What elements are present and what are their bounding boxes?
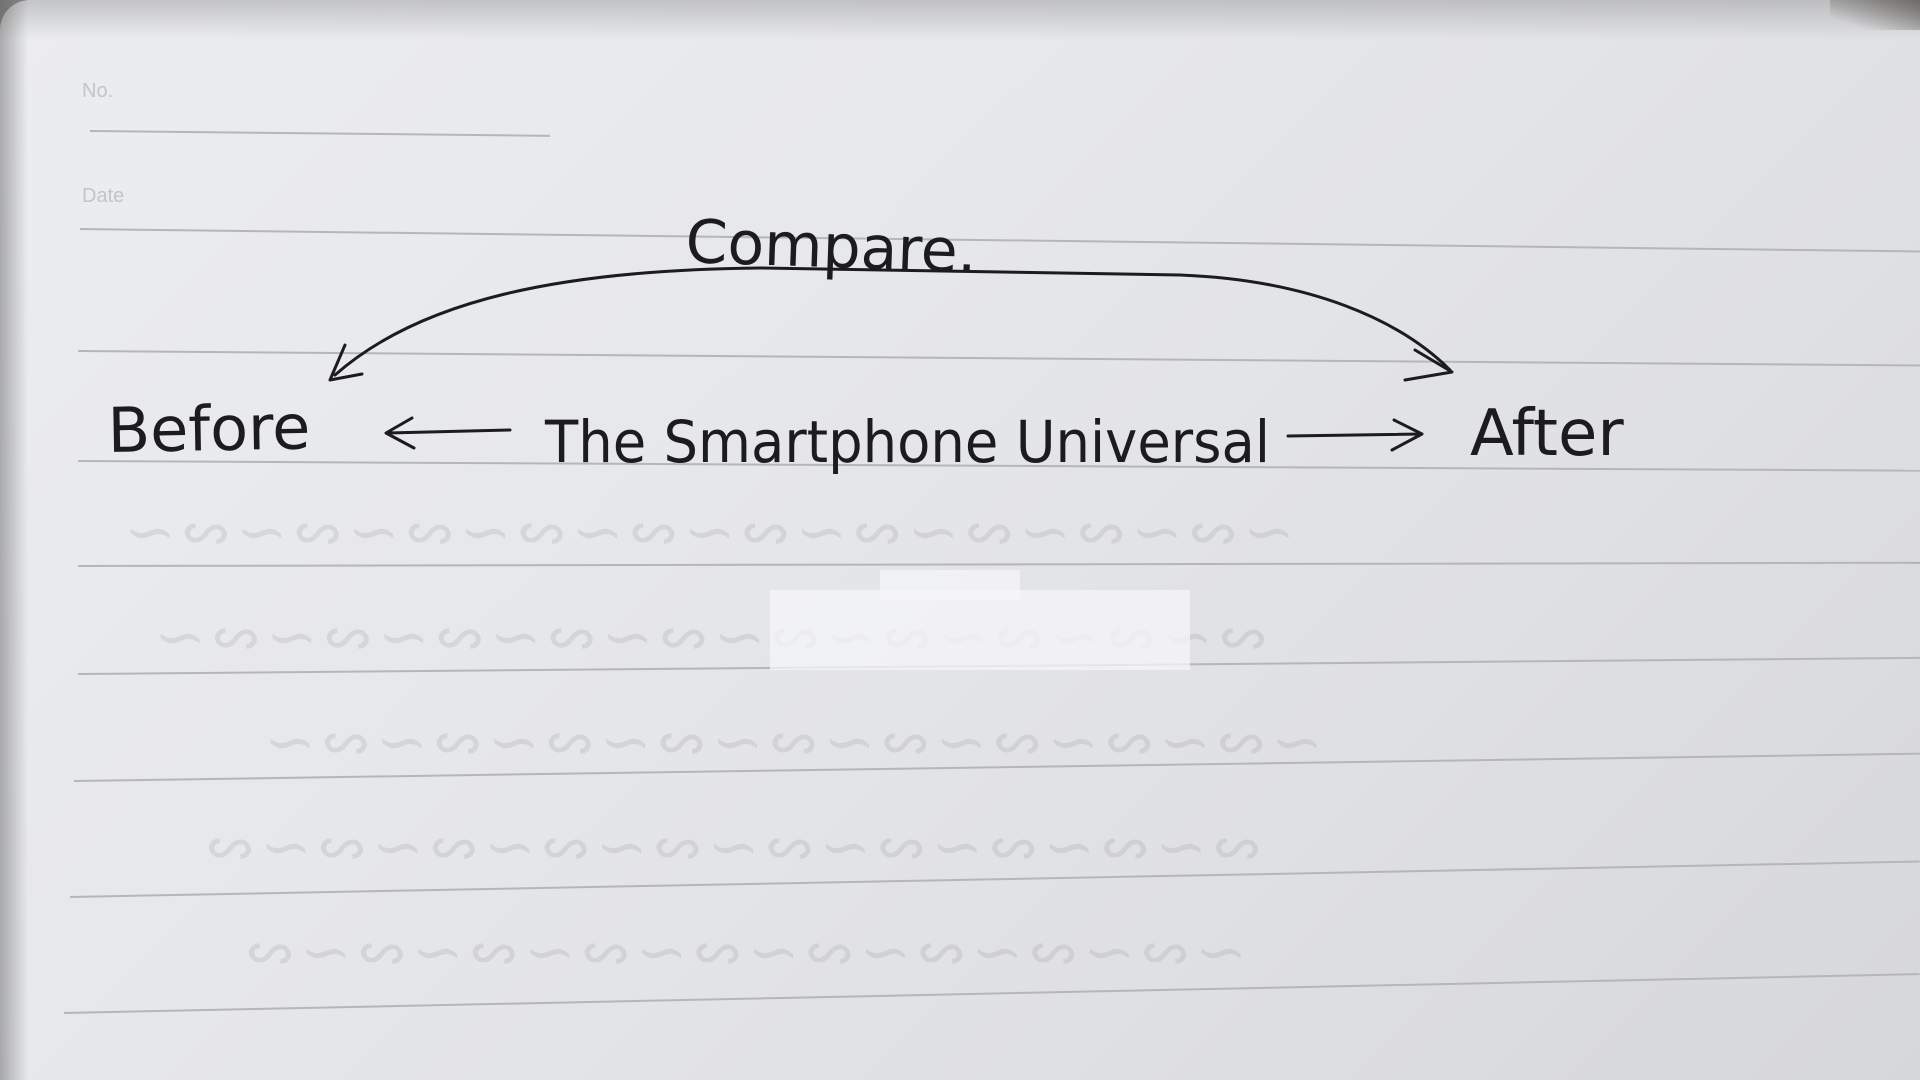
correction-tape-patch <box>770 590 1190 670</box>
top-label: Compare. <box>684 207 978 287</box>
compare-arc <box>333 266 1452 377</box>
left-label: Before <box>107 390 311 467</box>
left-arrow-icon <box>384 416 512 450</box>
background-corner <box>1830 0 1920 30</box>
correction-tape-patch <box>880 570 1020 600</box>
shadow-left <box>0 0 28 1080</box>
compare-arrowhead-right-icon <box>1403 348 1454 382</box>
right-label: After <box>1470 397 1624 471</box>
shadow-top <box>0 0 1920 40</box>
compare-arrowhead-left-icon <box>328 343 364 382</box>
right-arrow-icon <box>1286 418 1424 452</box>
date-label: Date <box>82 185 125 207</box>
no-label: No. <box>82 80 114 102</box>
center-label: The Smartphone Universal <box>544 408 1270 476</box>
